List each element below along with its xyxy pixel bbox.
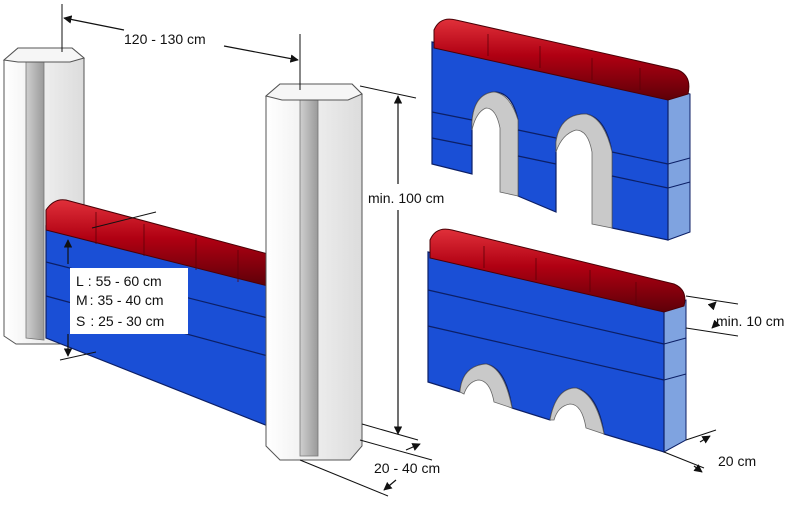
dimension-wall-depth bbox=[663, 429, 717, 473]
arched-wall-two-arches bbox=[431, 18, 691, 241]
arched-wall-two-low-arches bbox=[427, 228, 687, 453]
dimension-post-height bbox=[359, 85, 419, 441]
post-spacing-label: 120 - 130 cm bbox=[124, 31, 206, 47]
size-range-l: : 55 - 60 cm bbox=[88, 273, 162, 289]
size-range-s: : 25 - 30 cm bbox=[90, 313, 164, 329]
size-label-m: M bbox=[76, 292, 88, 308]
size-label-s: S bbox=[76, 313, 85, 329]
size-label-l: L bbox=[76, 273, 84, 289]
dimension-post-spacing bbox=[61, 4, 301, 90]
dimension-wall-height bbox=[59, 211, 157, 361]
size-table: L: 55 - 60 cm M: 35 - 40 cm S : 25 - 30 c… bbox=[70, 268, 188, 334]
size-row-l: L: 55 - 60 cm bbox=[76, 273, 162, 289]
dimension-post-depth bbox=[299, 439, 433, 497]
size-range-m: : 35 - 40 cm bbox=[90, 292, 164, 308]
right-wing-post bbox=[264, 83, 363, 461]
size-row-s: S : 25 - 30 cm bbox=[76, 313, 164, 329]
post-depth-label: 20 - 40 cm bbox=[374, 460, 440, 476]
size-row-m: M: 35 - 40 cm bbox=[76, 292, 164, 308]
dimension-coping-height bbox=[685, 295, 739, 337]
post-height-label: min. 100 cm bbox=[368, 190, 444, 206]
coping-height-label: min. 10 cm bbox=[716, 313, 784, 329]
wall-depth-label: 20 cm bbox=[718, 453, 756, 469]
